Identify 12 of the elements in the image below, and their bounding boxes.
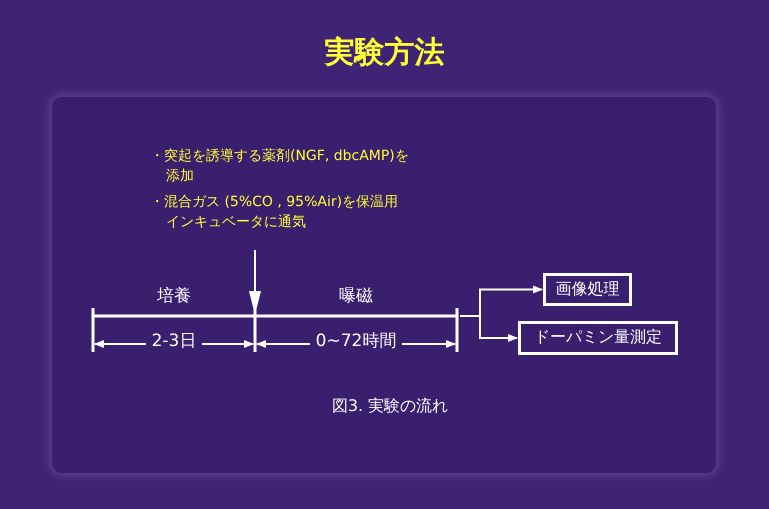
phase-label: 曝磁 bbox=[338, 285, 374, 307]
slide-title: 実験方法 bbox=[324, 34, 446, 72]
phase-label: 培養 bbox=[156, 285, 192, 307]
note-text: ・突起を誘導する薬剤(NGF, dbcAMP)を添加 bbox=[150, 147, 410, 186]
duration-label: 0~72時間 bbox=[310, 331, 402, 351]
note-text: ・混合ガス (5%CO , 95%Air)を保温用インキュベータに通気 bbox=[150, 193, 400, 232]
figure-caption: 図3. 実験の流れ bbox=[330, 396, 450, 417]
arrow bbox=[460, 315, 518, 342]
process-box: 画像処理 bbox=[543, 273, 632, 306]
duration-label: 2-3日 bbox=[146, 331, 202, 351]
process-box: ドーパミン量測定 bbox=[518, 321, 678, 355]
arrow bbox=[249, 250, 261, 315]
